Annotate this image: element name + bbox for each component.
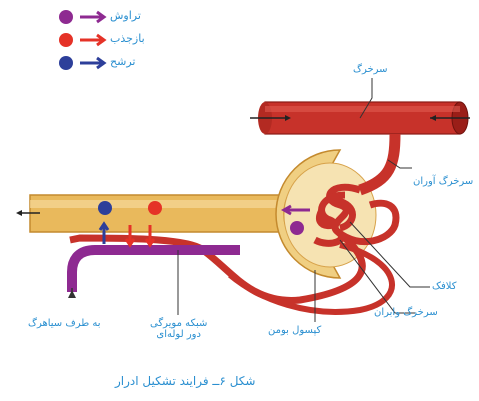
figure-caption: شکل ۶ــ فرایند تشکیل ادرار	[115, 374, 255, 388]
efferent-arteriole-label: سرخرگ وابران	[374, 307, 438, 318]
afferent-arteriole-label: سرخرگ آوران	[413, 176, 473, 187]
peritubular-capillaries-label: شبکه مویرگی دور لوله‌ای	[150, 318, 207, 340]
legend-secretion-label: ترشح	[110, 55, 135, 68]
artery-label: سرخرگ	[353, 64, 388, 75]
glomerulus-label: کلافک	[432, 281, 456, 292]
legend-filtration-label: تراوش	[110, 9, 141, 22]
secretion-dot	[98, 201, 112, 215]
legend-reabsorption-label: بازجذب	[110, 32, 145, 45]
to-vein-label: به طرف سیاهرگ	[28, 318, 101, 329]
reabsorption-dot	[148, 201, 162, 215]
bowman-capsule-label: کپسول بومن	[268, 325, 321, 336]
filtration-dot	[290, 221, 304, 235]
